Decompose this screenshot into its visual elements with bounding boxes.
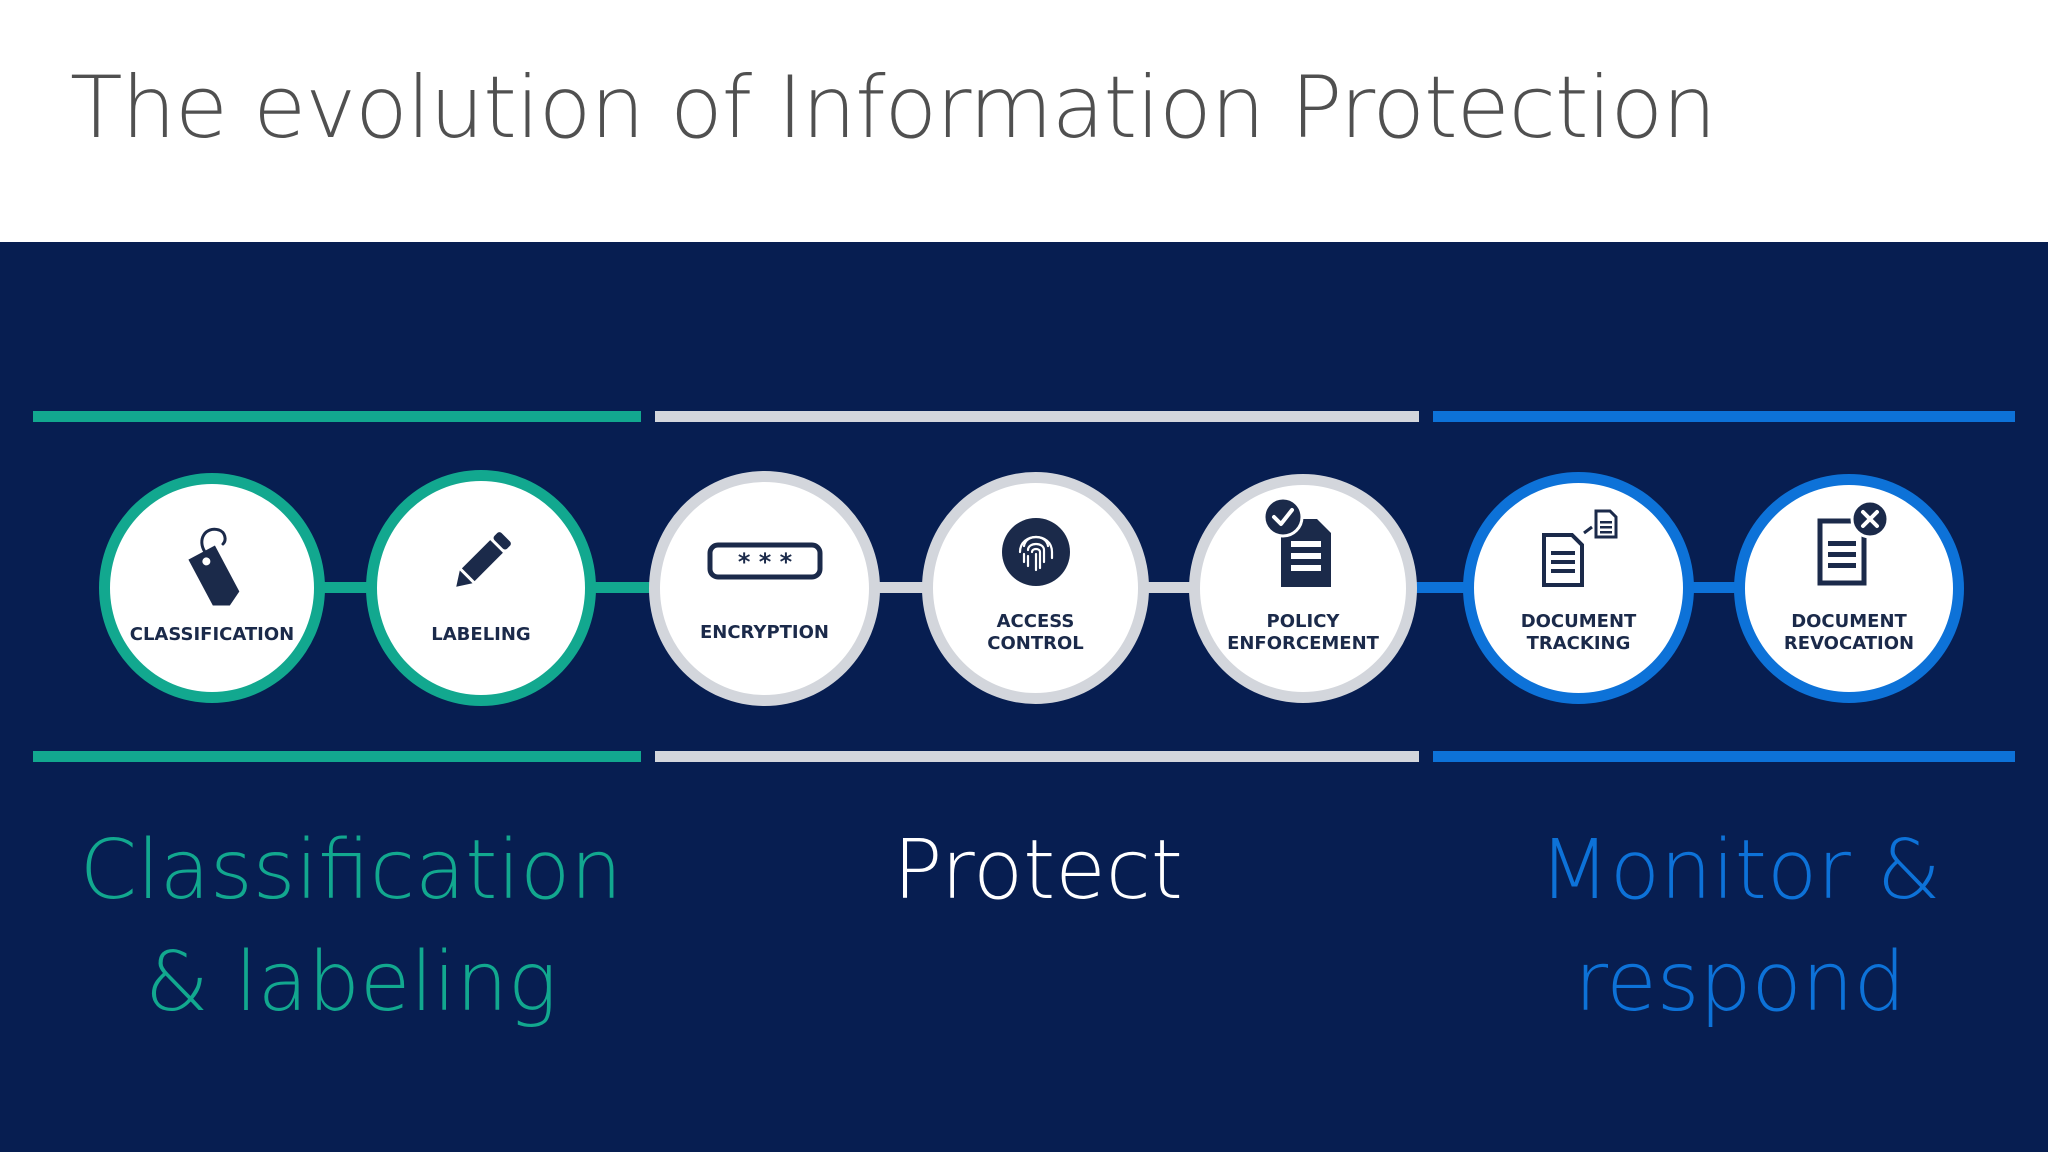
step-document-revocation: DOCUMENT REVOCATION — [1734, 474, 1964, 703]
protect-bottom-bar — [655, 751, 1419, 762]
checked-document-icon — [1263, 497, 1331, 587]
monitor-top-bar — [1433, 411, 2015, 422]
password-field-icon: * * * — [707, 542, 822, 580]
step-label: ENCRYPTION — [699, 622, 829, 643]
step-document-tracking: DOCUMENT TRACKING — [1463, 472, 1694, 704]
tracked-document-icon — [1541, 509, 1617, 587]
classification-top-bar — [33, 411, 641, 422]
phase-classification-labeling: Classification & labeling — [79, 823, 623, 1030]
connector-tracking-revocation — [1670, 582, 1750, 593]
step-label: DOCUMENT REVOCATION — [1783, 611, 1915, 654]
connector-classification-labeling — [310, 582, 400, 593]
fingerprint-icon — [1001, 518, 1070, 586]
step-label: ACCESS CONTROL — [987, 611, 1084, 654]
revoked-document-icon — [1817, 499, 1890, 586]
classification-bottom-bar — [33, 751, 641, 762]
monitor-bottom-bar — [1433, 751, 2015, 762]
connector-policy-tracking — [1395, 582, 1475, 593]
step-label: CLASSIFICATION — [129, 624, 295, 645]
tag-icon — [188, 527, 240, 606]
svg-text:* * *: * * * — [737, 548, 792, 576]
pencil-icon — [456, 532, 511, 587]
slide-title: The evolution of Information Protection — [70, 58, 1717, 158]
step-label: LABELING — [431, 624, 531, 645]
phase-monitor-respond: Monitor & respond — [1539, 823, 1941, 1030]
step-classification: CLASSIFICATION — [99, 473, 325, 703]
protect-top-bar — [655, 411, 1419, 422]
step-access-control: ACCESS CONTROL — [922, 472, 1149, 704]
phase-protect: Protect — [893, 823, 1183, 918]
connector-access-policy — [1130, 582, 1205, 593]
connector-labeling-encryption — [580, 582, 680, 593]
step-label: DOCUMENT TRACKING — [1520, 611, 1637, 654]
step-policy-enforcement: POLICY ENFORCEMENT — [1189, 474, 1417, 703]
step-encryption: * * * ENCRYPTION — [649, 471, 880, 706]
step-label: POLICY ENFORCEMENT — [1227, 611, 1379, 654]
connector-encryption-access — [860, 582, 940, 593]
step-labeling: LABELING — [366, 470, 596, 706]
